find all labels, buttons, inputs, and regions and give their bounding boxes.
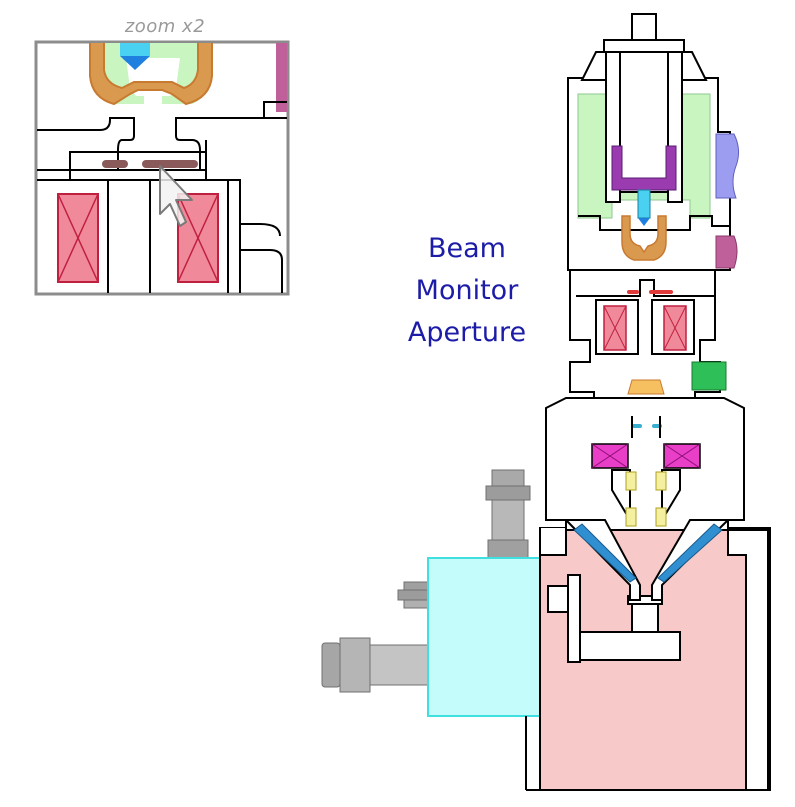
zoom-inset bbox=[34, 40, 290, 296]
zoom-inset-label: zoom x2 bbox=[124, 16, 206, 37]
aperture-holder bbox=[627, 379, 665, 395]
condenser-section bbox=[569, 269, 721, 399]
condenser-coil-left bbox=[603, 305, 627, 351]
port-magenta bbox=[715, 235, 738, 269]
transfer-rod-tube bbox=[321, 637, 429, 693]
electron-source-assembly bbox=[580, 13, 708, 226]
label-line-3: Aperture bbox=[407, 317, 527, 348]
objective-coil-right bbox=[663, 443, 701, 469]
stigmator-coils bbox=[625, 471, 667, 527]
load-lock-chamber bbox=[427, 557, 541, 717]
port-green bbox=[691, 361, 727, 391]
wehnelt-cap bbox=[621, 215, 667, 261]
port-blue bbox=[715, 133, 740, 199]
vacuum-gauge-top bbox=[485, 469, 531, 559]
objective-lens-housing bbox=[545, 397, 745, 601]
specimen-stage bbox=[579, 595, 681, 661]
beam-monitor-aperture bbox=[627, 290, 673, 294]
beam-monitor-aperture-label: Beam Monitor Aperture bbox=[392, 228, 542, 354]
label-line-1: Beam bbox=[428, 233, 506, 264]
condenser-coil-right bbox=[663, 305, 687, 351]
label-line-2: Monitor bbox=[415, 275, 519, 306]
in-lens-detector-right bbox=[657, 523, 723, 583]
objective-coil-left bbox=[591, 443, 629, 469]
arrow-cursor-icon bbox=[159, 165, 193, 227]
in-lens-detector-left bbox=[573, 523, 637, 583]
small-valve-fitting bbox=[397, 581, 429, 609]
specimen-chamber bbox=[525, 527, 771, 791]
bore-liner bbox=[631, 416, 661, 438]
